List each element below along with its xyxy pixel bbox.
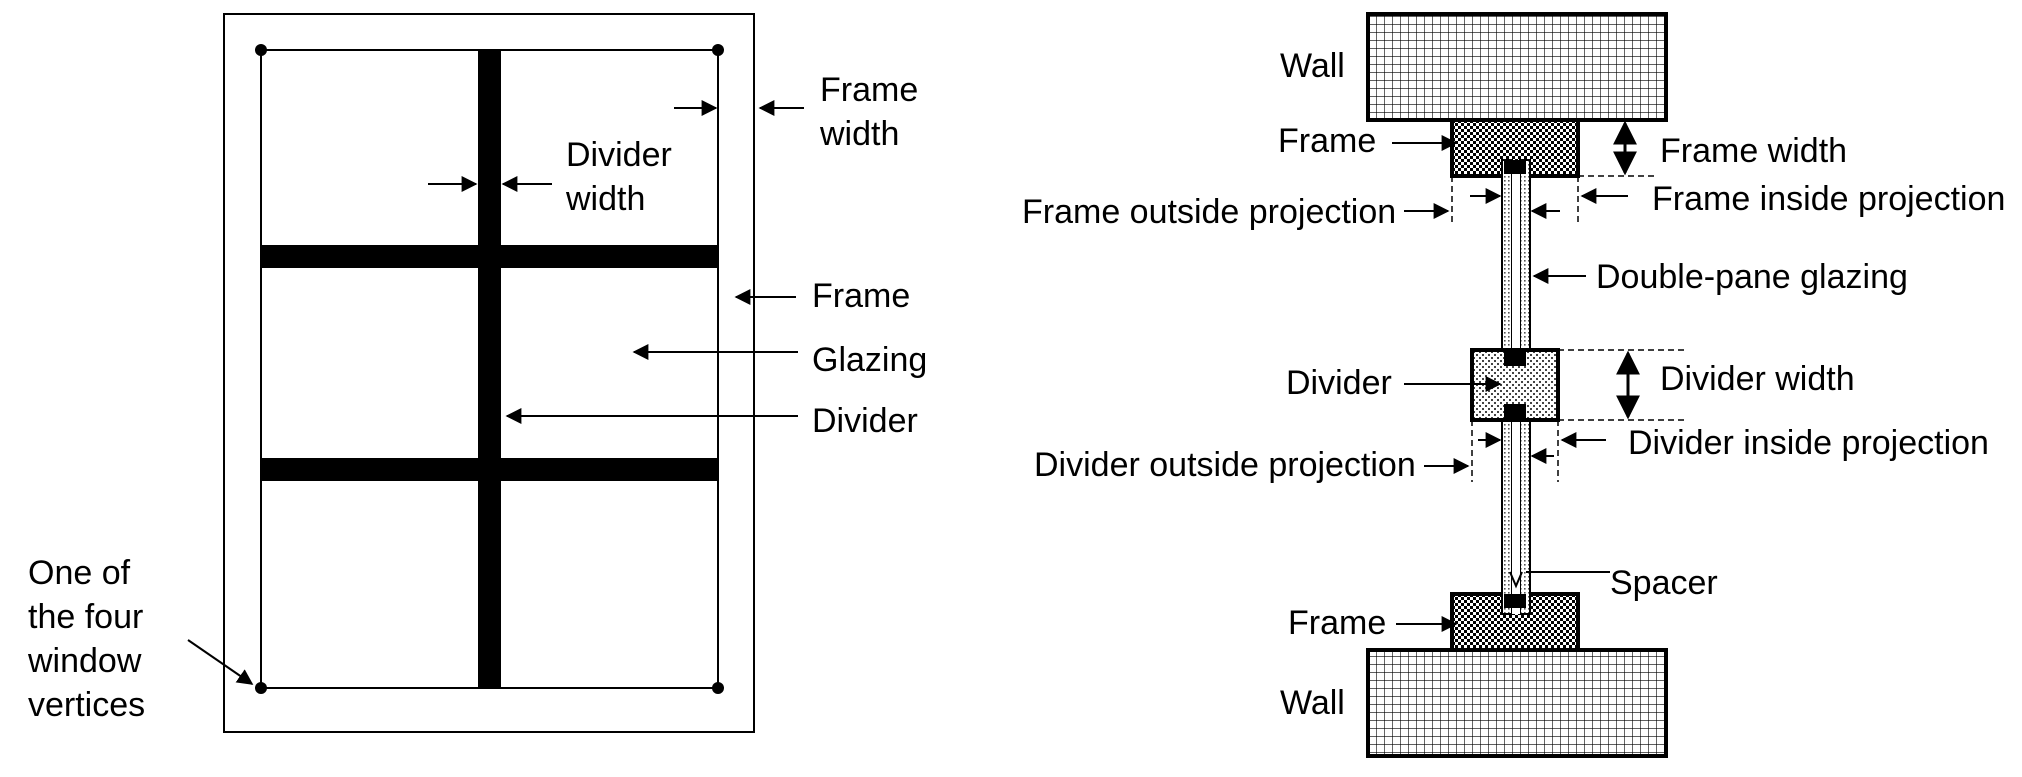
vertex-label-line2: the four bbox=[28, 598, 143, 636]
divider-core-lower bbox=[1504, 404, 1526, 420]
horizontal-divider-bar-top bbox=[261, 245, 718, 268]
divider-width-label-line1: Divider bbox=[566, 136, 672, 174]
divider-label: Divider bbox=[812, 402, 918, 440]
spacer-label: Spacer bbox=[1610, 564, 1718, 602]
spacer-bottom bbox=[1504, 594, 1526, 608]
glazing-label: Glazing bbox=[812, 341, 927, 379]
frame-width-label: Frame width bbox=[1660, 132, 1847, 170]
frame-bottom-label: Frame bbox=[1288, 604, 1386, 642]
vertex-label-line4: vertices bbox=[28, 686, 145, 724]
spacer-pointer-tick bbox=[1509, 571, 1523, 589]
vertex-bottom-left bbox=[255, 682, 267, 694]
divider-core bbox=[1504, 350, 1526, 366]
frame-bottom-block bbox=[1450, 592, 1580, 652]
front-view: Frame width Divider width Frame Glazing … bbox=[27, 13, 927, 733]
frame-width-label-line2: width bbox=[819, 115, 899, 153]
horizontal-divider-bar-bottom bbox=[261, 458, 718, 481]
wall-bottom-block bbox=[1366, 648, 1668, 758]
vertical-divider-bar bbox=[478, 50, 501, 688]
spacer-top bbox=[1504, 160, 1526, 174]
vertex-label-line3: window bbox=[27, 642, 142, 680]
vertex-pointer-arrow bbox=[187, 639, 254, 685]
wall-outline bbox=[223, 13, 755, 733]
cross-section-view: Wall Wall Frame Frame width Frame outsid… bbox=[1022, 12, 2005, 758]
wall-top-label: Wall bbox=[1280, 47, 1345, 85]
double-pane-glazing-label: Double-pane glazing bbox=[1596, 258, 1908, 296]
frame-inside-projection-label: Frame inside projection bbox=[1652, 180, 2005, 218]
divider-width-label: Divider width bbox=[1660, 360, 1855, 398]
vertex-label-line1: One of bbox=[28, 554, 131, 592]
frame-width-label-line1: Frame bbox=[820, 71, 918, 109]
wall-bottom-label: Wall bbox=[1280, 684, 1345, 722]
frame-top-label: Frame bbox=[1278, 122, 1376, 160]
divider-outside-projection-label: Divider outside projection bbox=[1034, 446, 1416, 484]
divider-inside-projection-label: Divider inside projection bbox=[1628, 424, 1989, 462]
vertex-top-right bbox=[712, 44, 724, 56]
vertex-top-left bbox=[255, 44, 267, 56]
divider-label: Divider bbox=[1286, 364, 1392, 402]
vertex-bottom-right bbox=[712, 682, 724, 694]
wall-top-block bbox=[1366, 12, 1668, 122]
frame-label: Frame bbox=[812, 277, 910, 315]
frame-outside-projection-label: Frame outside projection bbox=[1022, 193, 1396, 231]
divider-width-label-line2: width bbox=[565, 180, 645, 218]
